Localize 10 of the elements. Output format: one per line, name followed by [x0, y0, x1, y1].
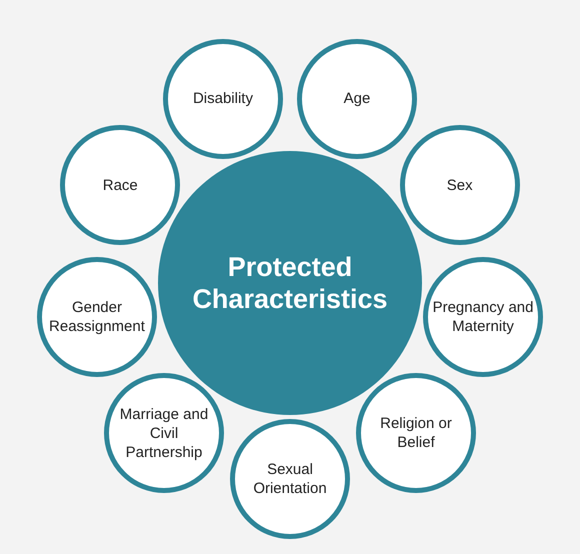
- characteristic-label: Pregnancy and Maternity: [432, 298, 534, 336]
- characteristic-label: Race: [102, 176, 139, 194]
- characteristic-label: Gender Reassignment: [48, 298, 146, 336]
- characteristic-label: Age: [342, 89, 372, 108]
- characteristic-label: Sex: [446, 176, 474, 194]
- characteristic-label: Sexual Orientation: [252, 460, 328, 498]
- central-title: Protected Characteristics: [191, 251, 389, 315]
- characteristic-label: Marriage and Civil Partnership: [118, 404, 210, 462]
- characteristic-label: Religion or Belief: [379, 414, 453, 452]
- characteristic-label: Disability: [192, 89, 254, 108]
